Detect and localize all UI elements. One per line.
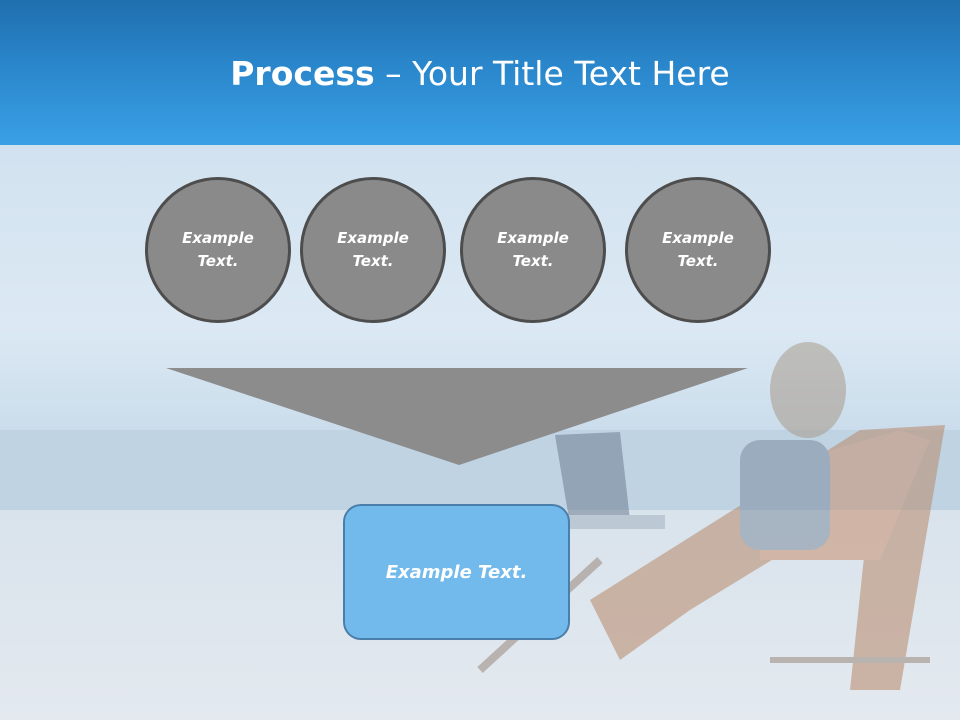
result-box[interactable]: Example Text. [343,504,570,640]
slide-title-rest: – Your Title Text Here [374,54,730,93]
slide-title-bold: Process [230,54,375,93]
result-box-label: Example Text. [385,561,528,583]
slide-title: Process – Your Title Text Here [0,52,960,96]
title-bar: Process – Your Title Text Here [0,0,960,145]
